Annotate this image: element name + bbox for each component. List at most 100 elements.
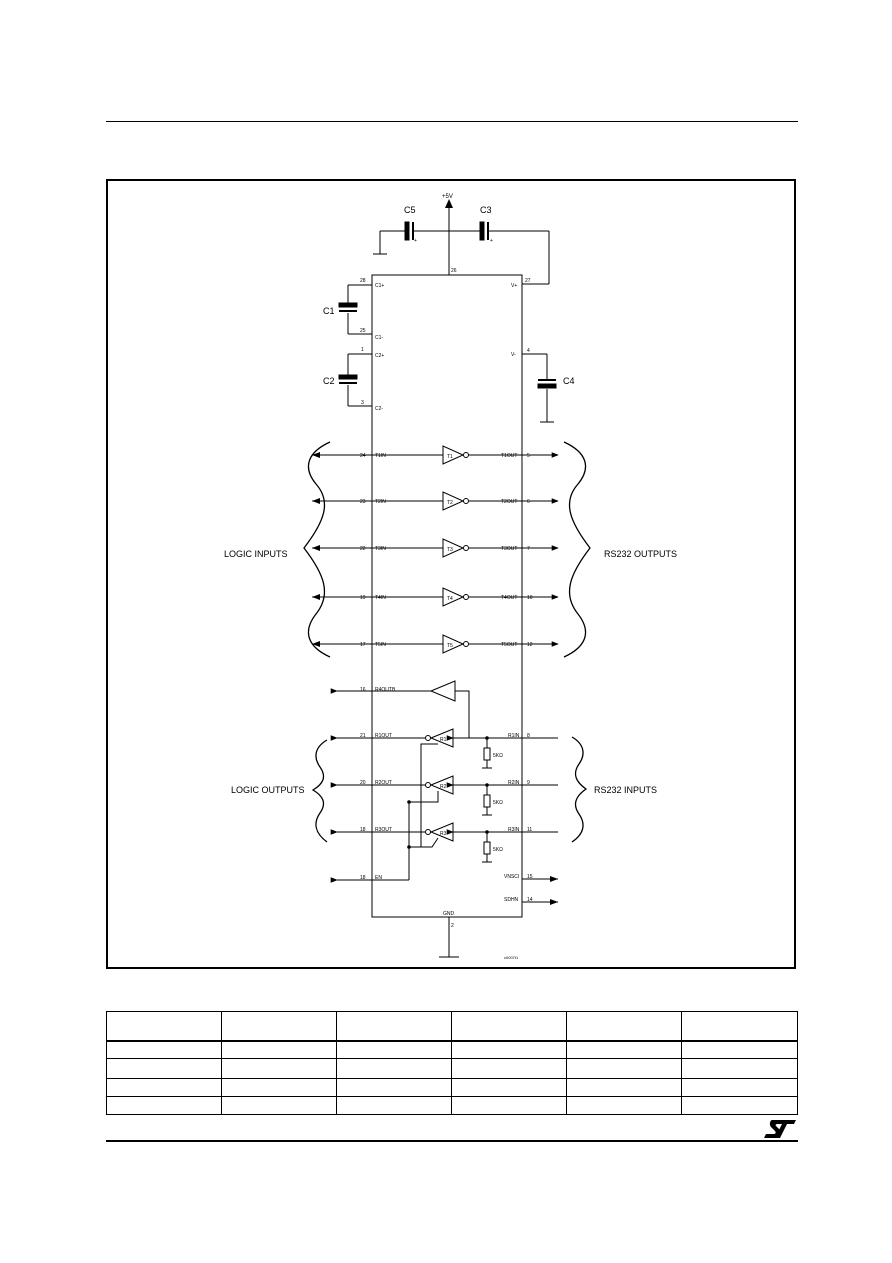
pin-r4outb-name: R4OUTB [375, 687, 396, 693]
table-row [106, 1077, 798, 1097]
driver-row: 23 T2IN T2 T2OUT 6 [312, 491, 559, 511]
footer-rule [106, 1140, 798, 1142]
table-cell [681, 1077, 798, 1097]
inverter-bubble-icon [463, 594, 469, 600]
c3-plus-mark: + [490, 238, 493, 244]
logic-outputs-brace [311, 739, 328, 843]
st-logo-icon [764, 1120, 796, 1138]
receiver-row: 20 R2OUT R2 R2IN 9 5KΩ [330, 775, 558, 816]
table-cell [451, 1040, 567, 1060]
driver-t2-symbol [442, 491, 465, 511]
charge-pump-capacitors: C1 C2 C4 28 C1+ 25 C1- 1 C2+ 3 C2- 27 V+… [323, 278, 575, 423]
pin-16-number: 16 [360, 687, 366, 693]
resistor-r2-symbol [483, 794, 491, 808]
capacitor-c4-symbol [537, 379, 557, 389]
table-cell [106, 1040, 222, 1060]
r4outb-channel: 16 R4OUTB [330, 680, 470, 738]
pin-1-number: 1 [361, 347, 364, 353]
driver-in-name: T4IN [375, 595, 386, 601]
pin-c2m-name: C2- [375, 406, 383, 412]
c5-plus-mark: + [414, 238, 417, 244]
driver-in-pin: 22 [360, 546, 366, 552]
ground-network: GND 2 c0007t1 [439, 911, 519, 960]
receiver-label: R2 [440, 784, 447, 790]
driver-in-name: T1IN [375, 453, 386, 459]
capacitor-c5-symbol [404, 221, 414, 241]
driver-t5-symbol [442, 634, 465, 654]
ic-package-outline [371, 274, 523, 918]
junction-dot-icon [407, 800, 411, 804]
inverter-bubble-icon [463, 641, 469, 647]
receiver-in-pin: 8 [527, 733, 530, 739]
pin-27-number: 27 [525, 278, 531, 284]
resistor-r3-symbol [483, 841, 491, 855]
receiver-in-pin: 9 [527, 780, 530, 786]
table-cell [106, 1077, 222, 1097]
input-arrow-icon [312, 498, 320, 504]
input-arrow-icon [550, 899, 558, 905]
receiver-out-name: R3OUT [375, 827, 392, 833]
driver-out-name: T1OUT [501, 453, 517, 459]
driver-in-pin: 19 [360, 595, 366, 601]
table-cell [451, 1095, 567, 1116]
logic-inputs-label: LOGIC INPUTS [224, 549, 288, 559]
table-cell [106, 1058, 222, 1079]
driver-t1-symbol [442, 445, 465, 465]
table-cell [221, 1095, 337, 1116]
driver-row: 19 T4IN T4 T4OUT 10 [312, 587, 559, 607]
driver-row: 17 T5IN T5 T5OUT 12 [312, 634, 559, 654]
driver-label: T1 [447, 454, 453, 460]
table-cell [336, 1095, 452, 1116]
driver-in-pin: 24 [360, 453, 366, 459]
receiver-out-pin: 20 [360, 780, 366, 786]
table-cell [681, 1095, 798, 1116]
noninverting-buffer-symbol [429, 680, 456, 702]
pin-c1m-name: C1- [375, 335, 383, 341]
inverter-bubble-icon [463, 498, 469, 504]
input-arrow-icon [312, 594, 320, 600]
pin-vm-name: V- [511, 352, 516, 358]
resistor-r1-symbol [483, 747, 491, 761]
table-cell [221, 1010, 337, 1042]
c4-label: C4 [563, 376, 575, 386]
pin-2-number: 2 [451, 923, 454, 929]
supply-label: +5V [442, 194, 453, 200]
enable-network: 18 EN [330, 743, 439, 883]
driver-out-name: T3OUT [501, 546, 517, 552]
driver-out-pin: 12 [527, 642, 533, 648]
driver-out-pin: 7 [527, 546, 530, 552]
driver-in-pin: 17 [360, 642, 366, 648]
pin-4-number: 4 [527, 348, 530, 354]
table-cell [566, 1077, 682, 1097]
receiver-in-name: R2IN [508, 780, 520, 786]
pin-14-number: 14 [527, 897, 533, 903]
junction-dot-icon [407, 845, 411, 849]
driver-in-pin: 23 [360, 499, 366, 505]
driver-out-name: T4OUT [501, 595, 517, 601]
supply-network: +5V C5 C3 + + [373, 194, 550, 285]
table-cell [681, 1058, 798, 1079]
driver-in-name: T2IN [375, 499, 386, 505]
input-arrow-icon [312, 641, 320, 647]
receiver-out-pin: 21 [360, 733, 366, 739]
driver-label: T4 [447, 596, 453, 602]
table-cell [451, 1077, 567, 1097]
rs232-outputs-brace [563, 441, 591, 658]
table-cell [566, 1040, 682, 1060]
data-table [106, 1010, 798, 1116]
logic-outputs-label: LOGIC OUTPUTS [231, 785, 305, 795]
driver-in-name: T5IN [375, 642, 386, 648]
table-cell [336, 1010, 452, 1042]
driver-label: T3 [447, 547, 453, 553]
table-cell [336, 1077, 452, 1097]
table-row [106, 1095, 798, 1116]
rs232-inputs-label: RS232 INPUTS [594, 785, 657, 795]
c1-label: C1 [323, 306, 335, 316]
receiver-resistor-value: 5KΩ [493, 847, 503, 853]
supply-arrow-icon [445, 199, 453, 208]
pin-en-name: EN [375, 875, 382, 881]
c5-label: C5 [404, 205, 416, 215]
driver-out-name: T2OUT [501, 499, 517, 505]
pin-3-number: 3 [361, 400, 364, 406]
receiver-in-name: R3IN [508, 827, 520, 833]
